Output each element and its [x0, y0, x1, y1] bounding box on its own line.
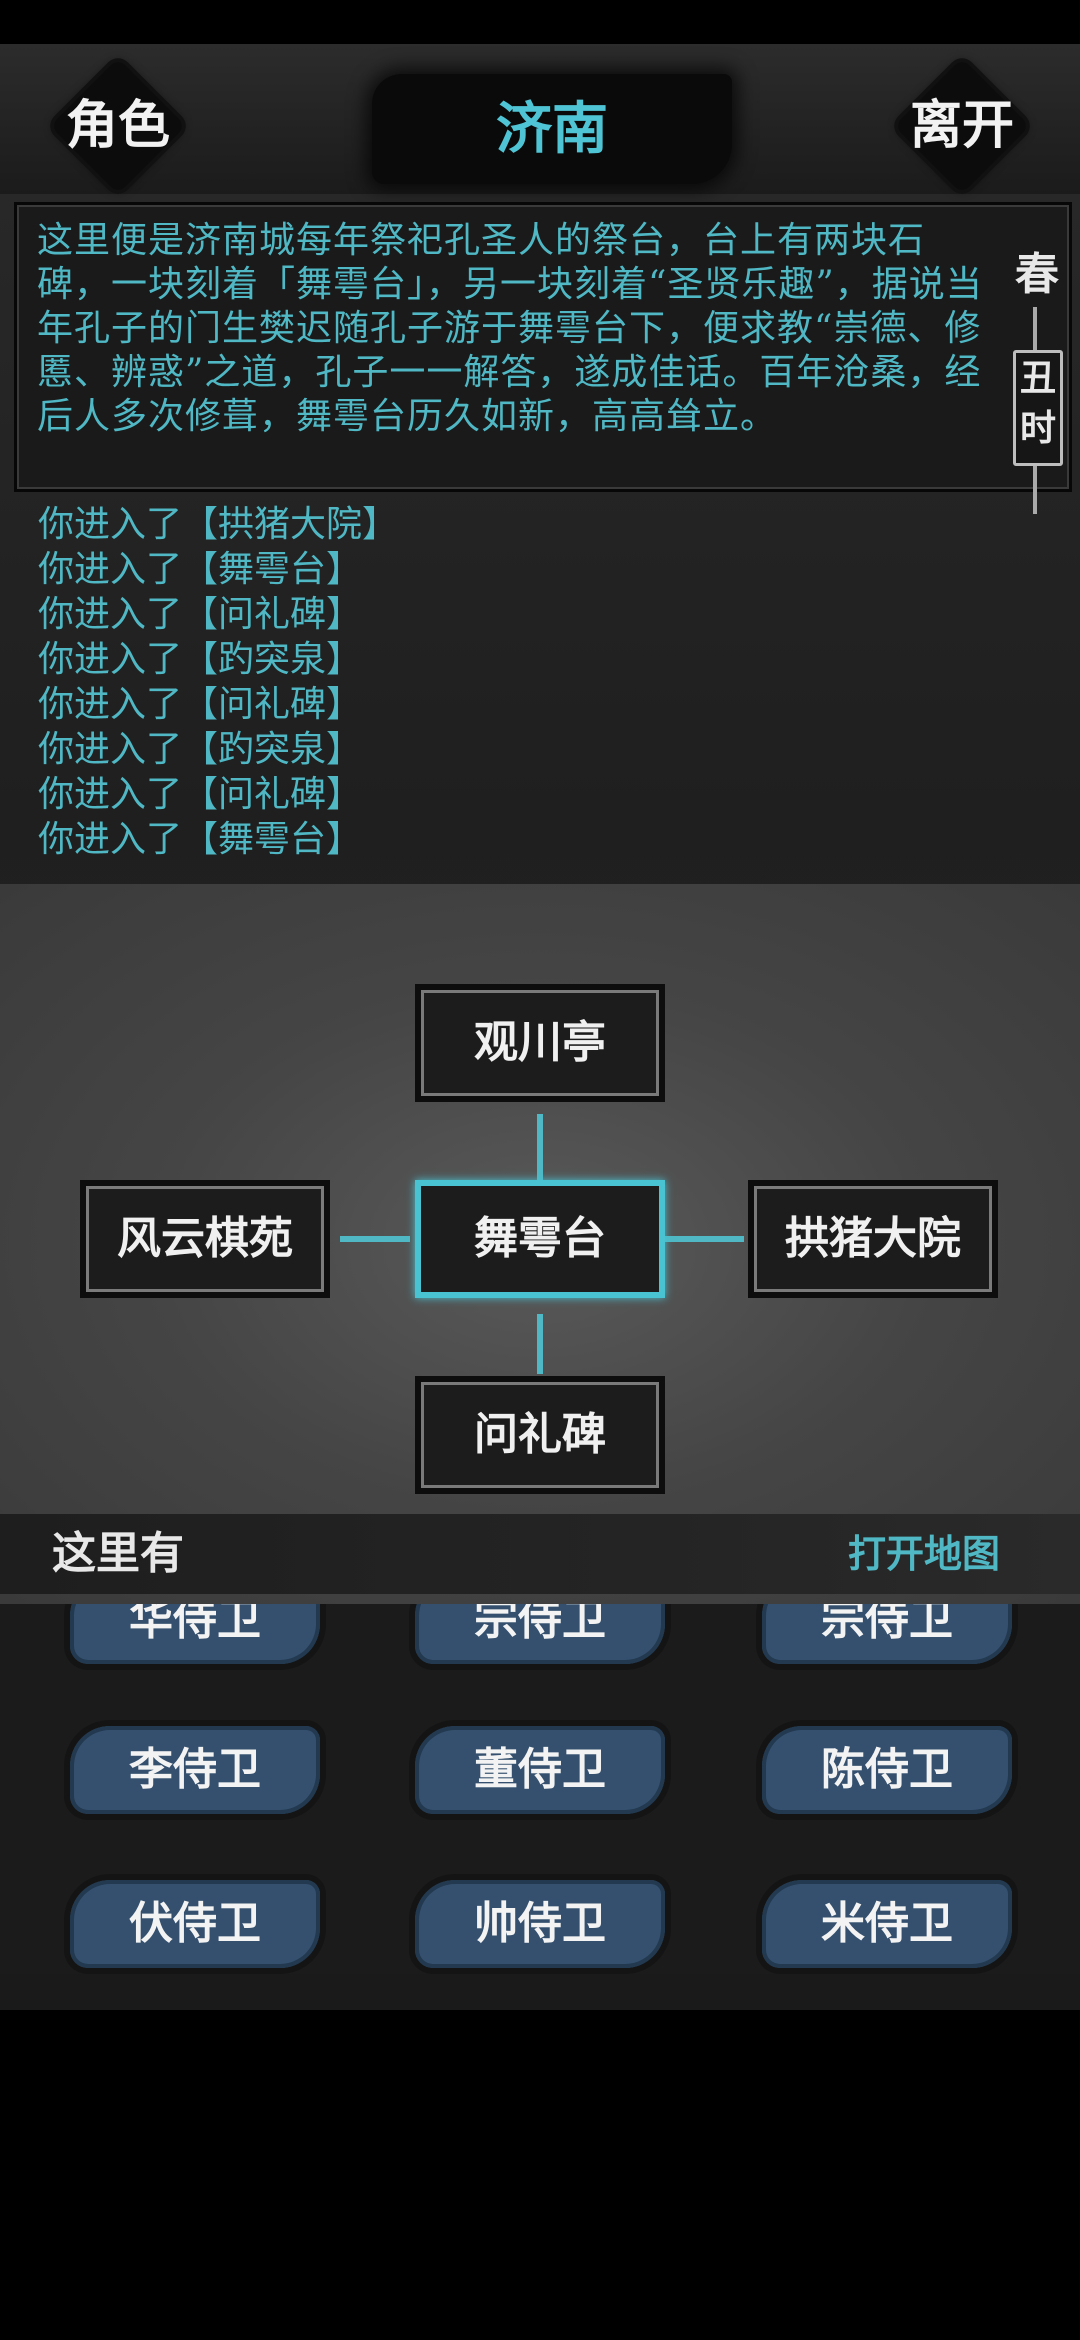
npc-button[interactable]: 董侍卫: [415, 1726, 665, 1814]
npc-name: 董侍卫: [474, 1744, 606, 1795]
hour-char-2: 时: [1019, 407, 1056, 449]
npc-button[interactable]: 米侍卫: [762, 1880, 1012, 1968]
log-line: 你进入了【拱猪大院】: [38, 504, 399, 545]
here-bar: 这里有 打开地图: [0, 1514, 1080, 1594]
map-node-label: 拱猪大院: [785, 1213, 961, 1264]
hour-char-1: 丑: [1019, 357, 1056, 399]
map-node-current[interactable]: 舞雩台: [415, 1180, 665, 1298]
map-node-north[interactable]: 观川亭: [415, 984, 665, 1102]
npc-button[interactable]: 宗侍卫: [415, 1604, 665, 1664]
log-line: 你进入了【趵突泉】: [38, 729, 363, 770]
leave-button[interactable]: 离开: [892, 56, 1032, 196]
npc-list: 华侍卫 宗侍卫 宗侍卫 李侍卫 董侍卫 陈侍卫 伏侍卫 帅侍卫: [0, 1604, 1080, 1974]
season-label: 春: [1015, 249, 1059, 300]
local-map: 观川亭 风云棋苑 舞雩台 拱猪大院 问礼碑: [0, 884, 1080, 1604]
character-button-label: 角色: [65, 95, 170, 156]
path-west: [340, 1236, 410, 1242]
npc-button[interactable]: 宗侍卫: [762, 1604, 1012, 1664]
tag-tassel: [1033, 466, 1037, 514]
open-map-button[interactable]: 打开地图: [847, 1531, 1000, 1576]
top-bar: 角色 济南 离开: [0, 44, 1080, 194]
npc-name: 华侍卫: [129, 1604, 261, 1645]
city-title-banner: 济南: [372, 74, 732, 184]
location-description: 这里便是济南城每年祭祀孔圣人的祭台，台上有两块石碑，一块刻着「舞雩台」，另一块刻…: [37, 220, 983, 437]
map-node-label: 观川亭: [474, 1017, 606, 1068]
map-node-label: 风云棋苑: [117, 1213, 293, 1264]
city-title: 济南: [496, 96, 608, 162]
log-line: 你进入了【趵突泉】: [38, 639, 363, 680]
leave-button-label: 离开: [909, 95, 1014, 156]
npc-name: 米侍卫: [821, 1898, 953, 1949]
path-north: [537, 1114, 543, 1184]
npc-name: 伏侍卫: [129, 1898, 261, 1949]
map-node-label: 舞雩台: [474, 1213, 606, 1264]
game-area: 角色 济南 离开 这里便是济南城每年祭祀孔圣人的祭台，台上有两块石碑，一块刻着「…: [0, 44, 1080, 2010]
log-line: 你进入了【问礼碑】: [38, 594, 363, 635]
path-south: [537, 1314, 543, 1374]
npc-button[interactable]: 李侍卫: [70, 1726, 320, 1814]
hour-tag: 丑 时: [1013, 350, 1063, 466]
map-node-east[interactable]: 拱猪大院: [748, 1180, 998, 1298]
npc-button[interactable]: 帅侍卫: [415, 1880, 665, 1968]
log-line: 你进入了【问礼碑】: [38, 684, 363, 725]
location-description-panel: 这里便是济南城每年祭祀孔圣人的祭台，台上有两块石碑，一块刻着「舞雩台」，另一块刻…: [14, 202, 1072, 514]
character-button[interactable]: 角色: [48, 56, 188, 196]
npc-button[interactable]: 伏侍卫: [70, 1880, 320, 1968]
npc-name: 帅侍卫: [474, 1898, 606, 1949]
bottom-strip: [0, 1974, 1080, 2010]
event-log: 你进入了【拱猪大院】 你进入了【舞雩台】 你进入了【问礼碑】 你进入了【趵突泉】…: [38, 502, 738, 862]
log-line: 你进入了【舞雩台】: [38, 819, 363, 860]
npc-button[interactable]: 华侍卫: [70, 1604, 320, 1664]
tag-string: [1033, 307, 1037, 350]
npc-name: 陈侍卫: [821, 1744, 953, 1795]
map-node-south[interactable]: 问礼碑: [415, 1376, 665, 1494]
map-node-west[interactable]: 风云棋苑: [80, 1180, 330, 1298]
log-line: 你进入了【问礼碑】: [38, 774, 363, 815]
npc-name: 李侍卫: [129, 1744, 261, 1795]
map-node-label: 问礼碑: [474, 1409, 606, 1460]
npc-name: 宗侍卫: [821, 1604, 953, 1645]
time-indicator: 春 丑 时: [1007, 245, 1067, 555]
npc-button[interactable]: 陈侍卫: [762, 1726, 1012, 1814]
npc-name: 宗侍卫: [474, 1604, 606, 1645]
here-label: 这里有: [52, 1528, 184, 1579]
log-line: 你进入了【舞雩台】: [38, 549, 363, 590]
path-east: [664, 1236, 744, 1242]
